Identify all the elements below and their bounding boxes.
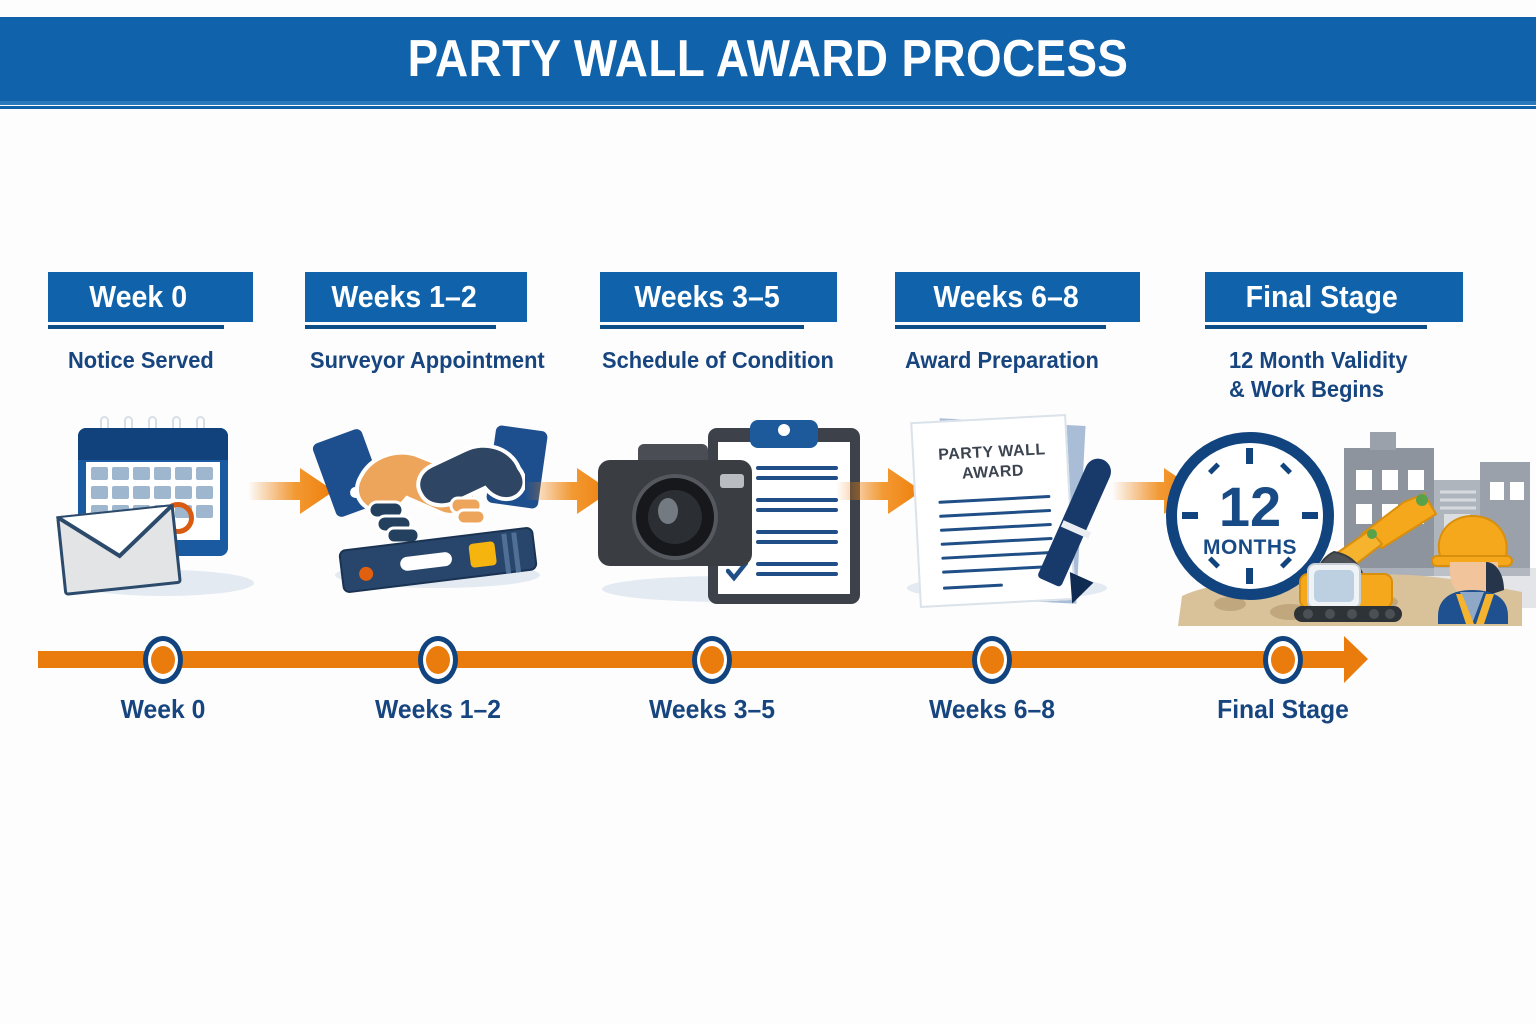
header-rule-upper xyxy=(0,101,1536,105)
clipboard-clasp-hole xyxy=(778,424,790,436)
timeline-node-dot xyxy=(980,646,1004,674)
timeline-node-dot xyxy=(1271,646,1295,674)
connector-arrow-2 xyxy=(525,468,611,514)
step-banner-weeks-1-2: Weeks 1–2 xyxy=(305,272,527,322)
timeline-node-dot xyxy=(426,646,450,674)
timeline-label-final-stage: Final Stage xyxy=(1217,694,1349,724)
step-subtitle-surveyor-appointment: Surveyor Appointment xyxy=(310,347,545,373)
timeline-node-dot xyxy=(151,646,175,674)
timeline-node-ring xyxy=(418,636,458,684)
construction-worker xyxy=(1431,514,1513,624)
step-banner-final-stage: Final Stage xyxy=(1205,272,1463,322)
step-schedule-of-condition[interactable]: Weeks 3–5 Schedule of Condition xyxy=(600,272,837,375)
timeline-label-week-0: Week 0 xyxy=(120,694,206,724)
step-award-preparation[interactable]: Weeks 6–8 Award Preparation xyxy=(895,272,1140,375)
step-subtitle-award-preparation: Award Preparation xyxy=(905,347,1099,373)
timeline-node-weeks-6-8[interactable] xyxy=(972,636,1012,684)
step-banner-week-0: Week 0 xyxy=(48,272,253,322)
camera-flash xyxy=(720,474,744,488)
timeline-node-weeks-1-2[interactable] xyxy=(418,636,458,684)
step-notice-served[interactable]: Week 0 Notice Served xyxy=(48,272,253,375)
document-pen-icon: PARTY WALL AWARD xyxy=(895,408,1125,608)
timeline-label-weeks-6-8: Weeks 6–8 xyxy=(929,694,1055,724)
step-banner-label: Weeks 6–8 xyxy=(932,279,1079,314)
camera-lens-glint xyxy=(658,498,678,524)
timeline-arrowhead xyxy=(1320,636,1368,683)
step-subtitle-schedule-of-condition: Schedule of Condition xyxy=(602,347,834,373)
header-rule-lower xyxy=(0,106,1536,109)
camera-lens-outer xyxy=(632,474,718,560)
step-subtitle-final-stage: 12 Month Validity & Work Begins xyxy=(1229,346,1451,404)
connector-arrow-1 xyxy=(248,468,334,514)
connector-arrow-3 xyxy=(836,468,922,514)
timeline-node-week-0[interactable] xyxy=(143,636,183,684)
banner-underline xyxy=(895,325,1106,329)
header-band: PARTY WALL AWARD PROCESS xyxy=(0,17,1536,101)
step-banner-label: Weeks 1–2 xyxy=(331,279,477,314)
final-stage-subtitle-line-2: & Work Begins xyxy=(1229,375,1384,402)
step-banner-weeks-3-5: Weeks 3–5 xyxy=(600,272,837,322)
timeline-label-weeks-3-5: Weeks 3–5 xyxy=(649,694,775,724)
step-banner-weeks-6-8: Weeks 6–8 xyxy=(895,272,1140,322)
final-stage-subtitle-line-1: 12 Month Validity xyxy=(1229,347,1408,373)
step-banner-label: Week 0 xyxy=(89,279,188,314)
clock-unit-label: MONTHS xyxy=(1203,536,1297,559)
step-banner-label: Final Stage xyxy=(1245,279,1399,314)
step-subtitle-notice-served: Notice Served xyxy=(68,347,214,373)
banner-underline xyxy=(600,325,804,329)
timeline-label-weeks-1-2: Weeks 1–2 xyxy=(375,694,501,724)
banner-underline xyxy=(48,325,225,329)
step-banner-label: Weeks 3–5 xyxy=(633,279,780,314)
envelope-flap xyxy=(56,504,180,559)
level-bubble-window xyxy=(468,541,498,569)
handshake-level-icon xyxy=(311,412,555,598)
handshake-hands xyxy=(355,443,525,544)
timeline-bar xyxy=(38,651,1328,668)
timeline-node-weeks-3-5[interactable] xyxy=(692,636,732,684)
excavator xyxy=(1294,492,1438,622)
camera-clipboard-icon xyxy=(592,408,872,606)
page-title: PARTY WALL AWARD PROCESS xyxy=(407,30,1129,88)
timeline-node-ring xyxy=(972,636,1012,684)
calendar-envelope-icon xyxy=(52,410,262,600)
step-final-stage[interactable]: Final Stage 12 Month Validity & Work Beg… xyxy=(1205,272,1463,404)
timeline-node-dot xyxy=(700,646,724,674)
checkmark-icon xyxy=(726,560,748,582)
step-surveyor-appointment[interactable]: Weeks 1–2 Surveyor Appointment xyxy=(305,272,545,375)
banner-underline xyxy=(1205,325,1427,329)
timeline-node-final-stage[interactable] xyxy=(1263,636,1303,684)
clock-number: 12 xyxy=(1218,475,1282,538)
calendar-header-bar xyxy=(78,428,228,460)
banner-underline xyxy=(305,325,496,329)
clock-excavator-icon: 12 MONTHS xyxy=(1160,408,1536,628)
